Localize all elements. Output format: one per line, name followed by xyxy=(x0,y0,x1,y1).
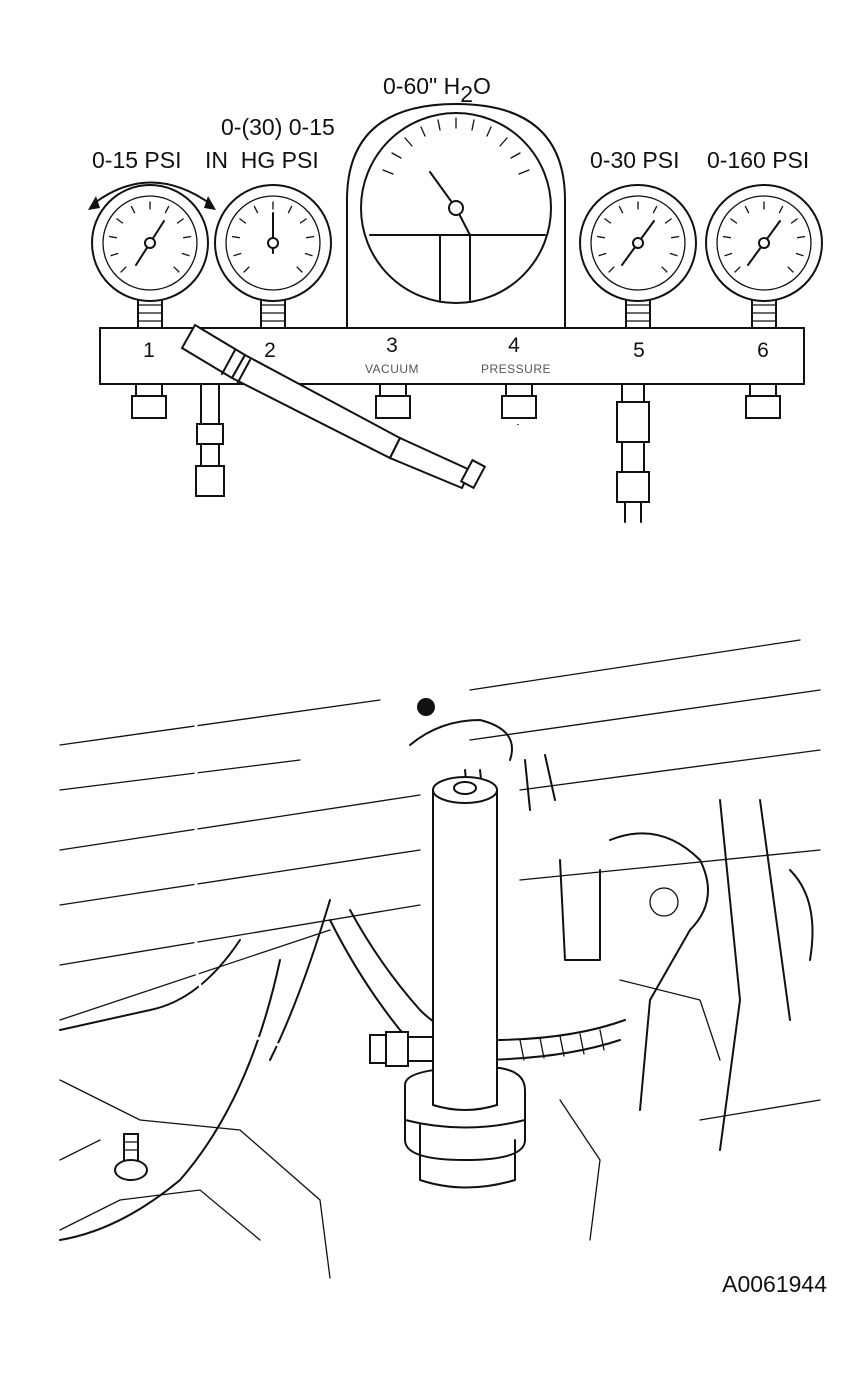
port-5-number: 5 xyxy=(633,339,645,362)
port-2-number: 2 xyxy=(264,339,276,362)
rotation-arrow-head-right-icon xyxy=(204,196,216,210)
h2o-range-suffix: O xyxy=(473,73,491,99)
gauge-2-dial xyxy=(214,184,332,329)
rotation-arrow xyxy=(91,181,213,206)
port-3-number: 3 xyxy=(386,334,398,357)
gauge-5-range-label: 0-30 PSI xyxy=(590,147,680,173)
pressure-test-adapter xyxy=(369,776,526,1189)
port-4-name: PRESSURE xyxy=(481,362,551,376)
rotation-arrow-head-left-icon xyxy=(88,196,100,210)
bolt-icon xyxy=(114,1133,148,1181)
figure-id: A0061944 xyxy=(722,1271,827,1297)
port-1-number: 1 xyxy=(143,339,155,362)
port-4-number: 4 xyxy=(508,334,520,357)
gauge-5-dial xyxy=(579,184,697,329)
gauge-manifold xyxy=(99,323,805,523)
gauge-2-range-label-line1: 0-(30) 0-15 xyxy=(221,114,335,140)
reference-dot-icon xyxy=(417,698,435,716)
port-3-name: VACUUM xyxy=(365,362,419,376)
h2o-gauge-ticks xyxy=(382,117,530,175)
gauge-2-range-label-line2: IN HG PSI xyxy=(205,147,319,173)
gauge-6-range-label: 0-160 PSI xyxy=(707,147,809,173)
gauge-1-dial xyxy=(91,184,209,329)
diagonal-test-tube xyxy=(180,323,487,490)
port-6-number: 6 xyxy=(757,339,769,362)
port-fittings xyxy=(131,383,781,523)
h2o-gauge-range-label: 0-60" H2O xyxy=(383,73,491,107)
gauge-6-dial xyxy=(705,184,823,329)
h2o-range-prefix: 0-60" H xyxy=(383,73,460,99)
h2o-gauge xyxy=(346,102,566,329)
small-gauges xyxy=(91,184,823,329)
test-hose xyxy=(194,424,520,1052)
gauge-1-range-label: 0-15 PSI xyxy=(92,147,182,173)
h2o-range-subscript: 2 xyxy=(460,81,473,107)
